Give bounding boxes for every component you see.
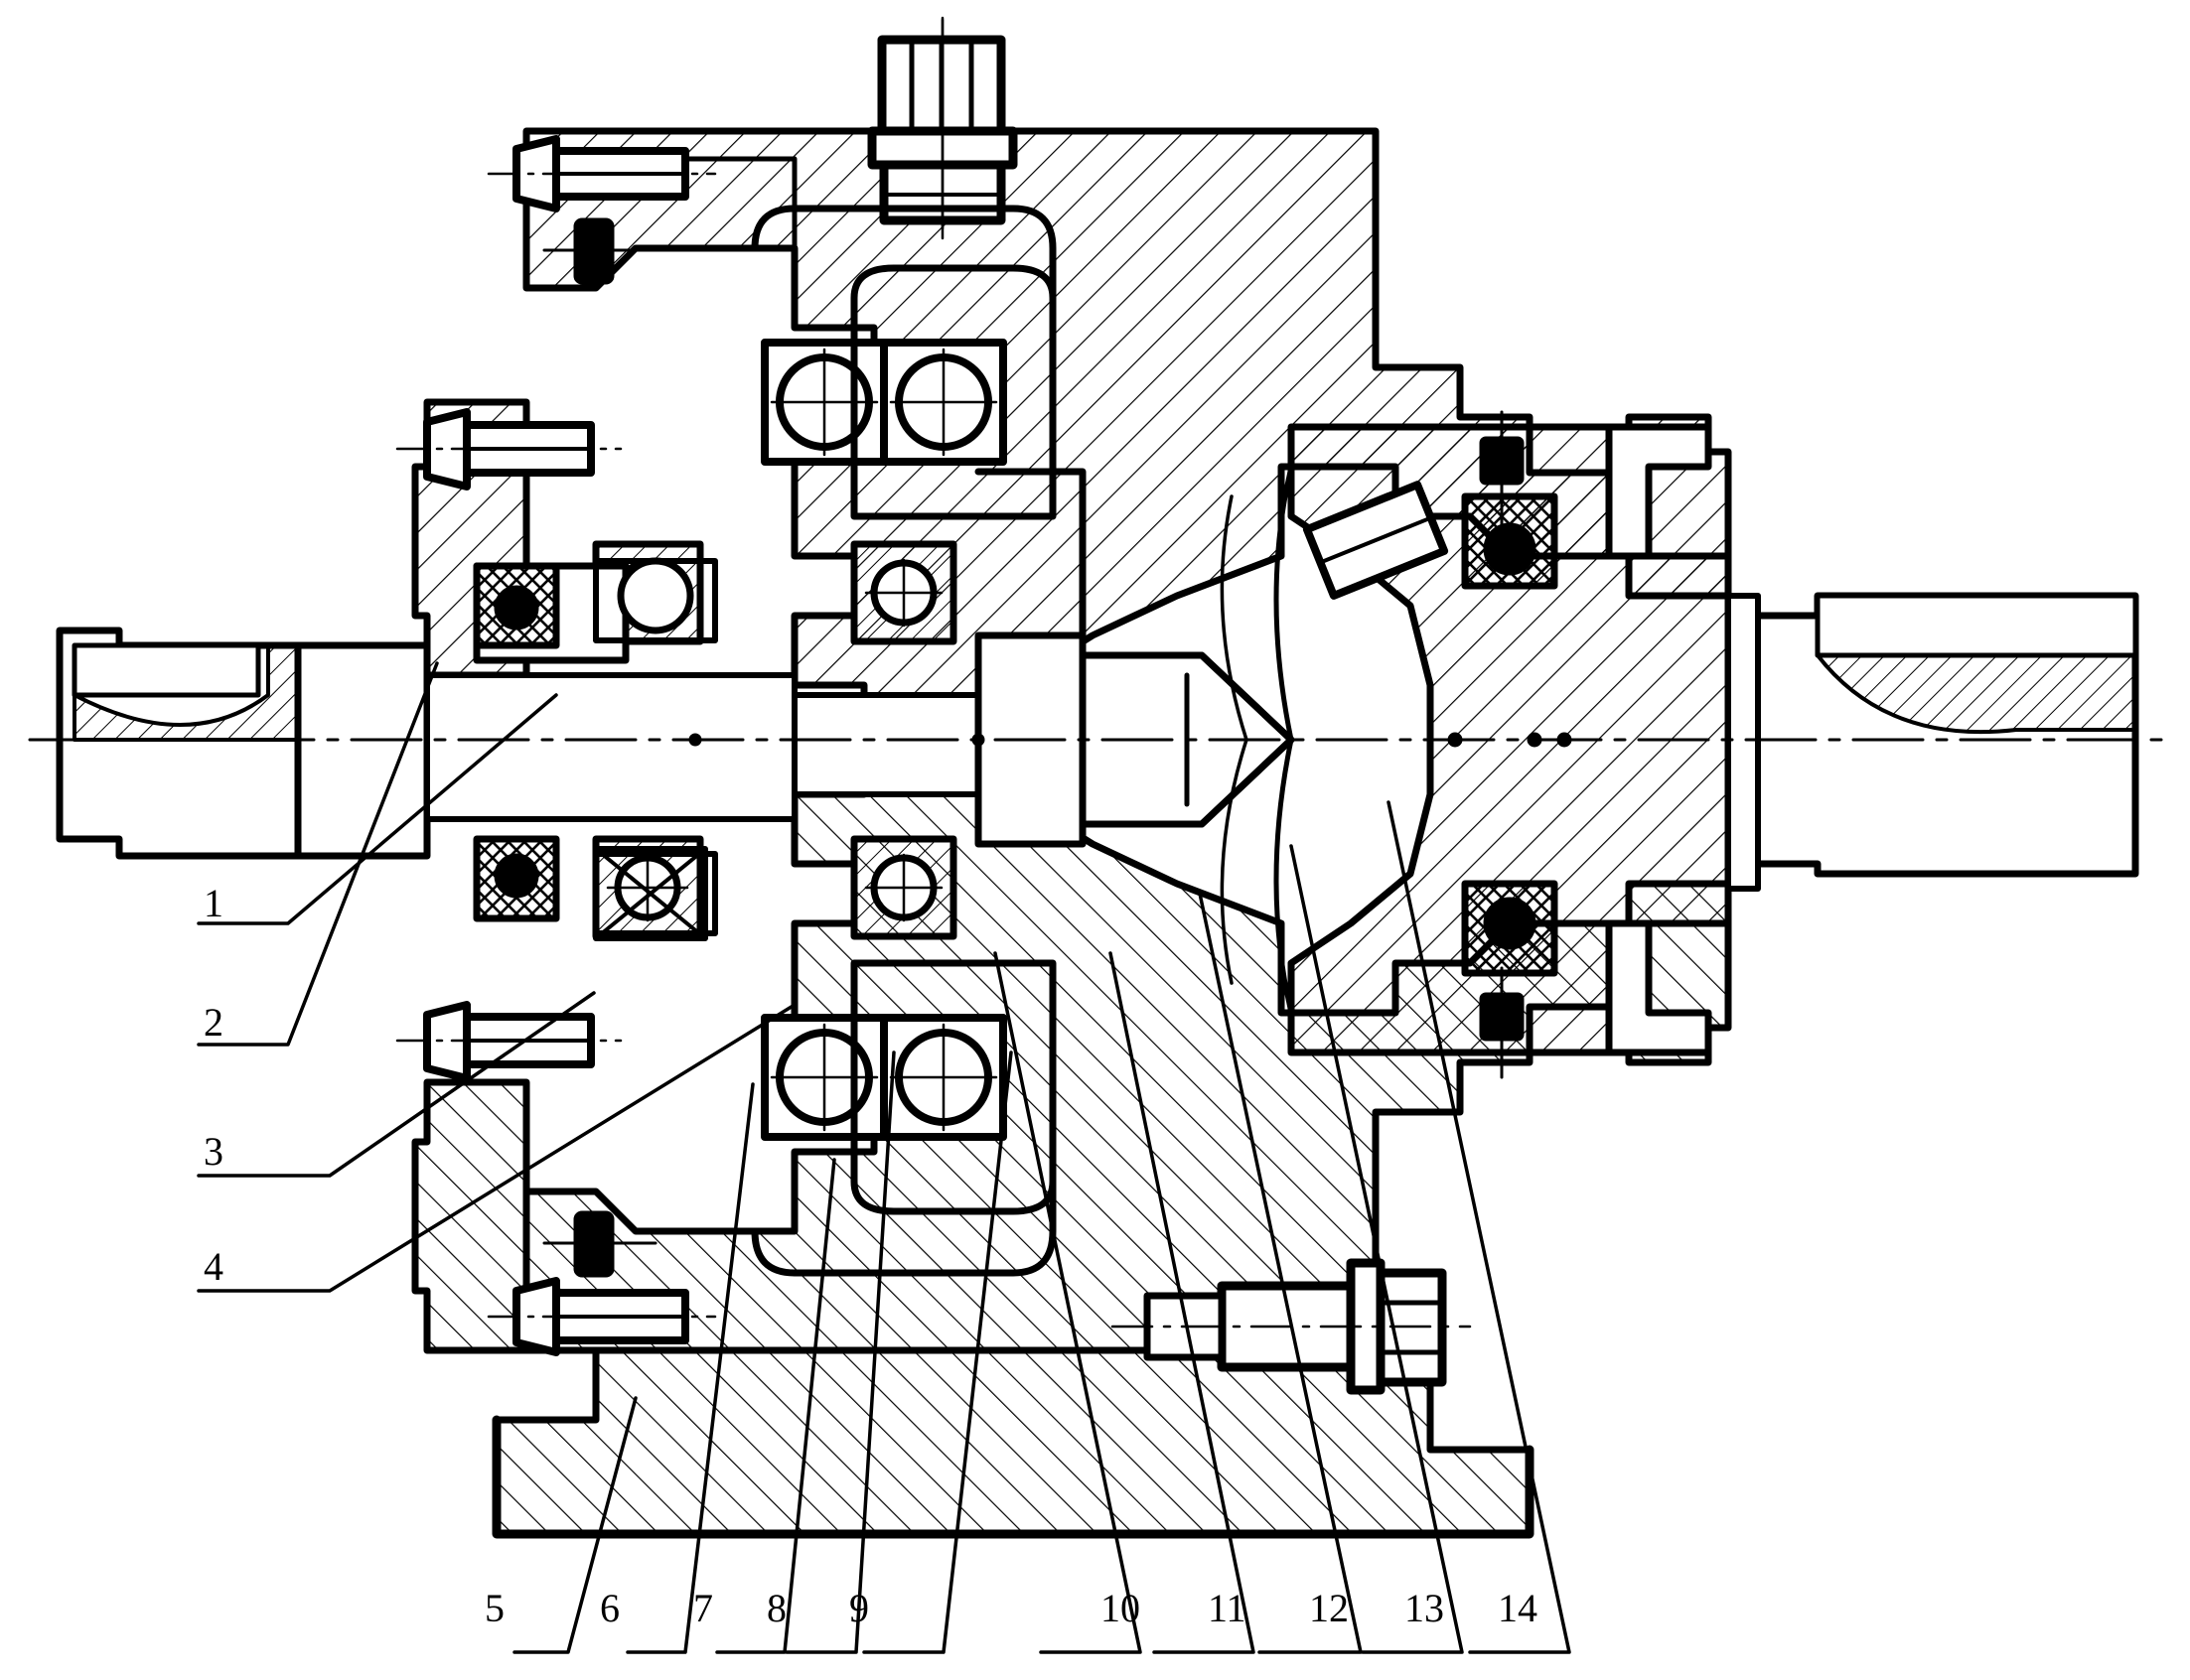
callout-label-11: 11: [1208, 1586, 1246, 1630]
set-screw-lower: [542, 1210, 657, 1278]
leader-line-2: [197, 661, 439, 1047]
hex-cap-screw-lower-left: [395, 1001, 623, 1082]
callout-label-3: 3: [204, 1129, 223, 1174]
leader-line-1: [197, 693, 558, 925]
callout-label-12: 12: [1309, 1586, 1349, 1630]
oil-seal-right-upper: [1461, 492, 1558, 590]
centerlines: [28, 18, 2167, 748]
callout-label-10: 10: [1100, 1586, 1140, 1630]
hex-cap-screw-upper-left: [487, 135, 717, 212]
leader-line-9: [862, 1050, 1013, 1654]
leader-line-12: [1198, 892, 1363, 1654]
oil-seal-left-upper: [473, 562, 560, 649]
callout-label-8: 8: [767, 1586, 787, 1630]
hex-cap-screw-mid-left: [395, 408, 623, 490]
callout-label-13: 13: [1404, 1586, 1444, 1630]
set-screw-right-upper: [1479, 410, 1525, 528]
leader-line-5: [512, 1396, 638, 1654]
taper-roller-element: [1302, 481, 1449, 600]
leader-line-8: [785, 1050, 896, 1654]
callout-label-6: 6: [600, 1586, 620, 1630]
leader-line-7: [715, 1158, 836, 1654]
base-foot: [492, 1346, 1534, 1539]
oil-seal-left-lower: [473, 835, 560, 922]
ball-bearing-bottom-left: [761, 1014, 1007, 1141]
callout-label-9: 9: [849, 1586, 869, 1630]
hex-cap-screw-bottom-left: [487, 1277, 717, 1356]
callout-label-7: 7: [693, 1586, 713, 1630]
callout-label-2: 2: [204, 1000, 223, 1045]
callout-leader-lines: [197, 661, 1571, 1654]
callout-label-1: 1: [204, 881, 223, 925]
leader-line-13: [1289, 844, 1464, 1654]
leader-line-10: [993, 951, 1142, 1654]
output-shaft-right: [1724, 592, 2139, 892]
leader-line-14: [1387, 800, 1571, 1654]
leader-line-6: [626, 1082, 755, 1654]
leader-line-11: [1108, 951, 1255, 1654]
roller-bearing-left-lower: [593, 846, 708, 941]
set-screw-right-lower: [1479, 966, 1525, 1079]
callout-label-5: 5: [485, 1586, 505, 1630]
ball-bearing-top-left: [761, 339, 1007, 466]
oil-seal-right-lower: [1461, 880, 1558, 977]
retaining-cover-right: [1605, 423, 1712, 1056]
set-screw-upper: [542, 217, 657, 285]
callout-label-14: 14: [1498, 1586, 1537, 1630]
leader-line-3: [197, 991, 596, 1178]
leader-line-4: [197, 1003, 797, 1293]
callout-label-4: 4: [204, 1244, 223, 1289]
